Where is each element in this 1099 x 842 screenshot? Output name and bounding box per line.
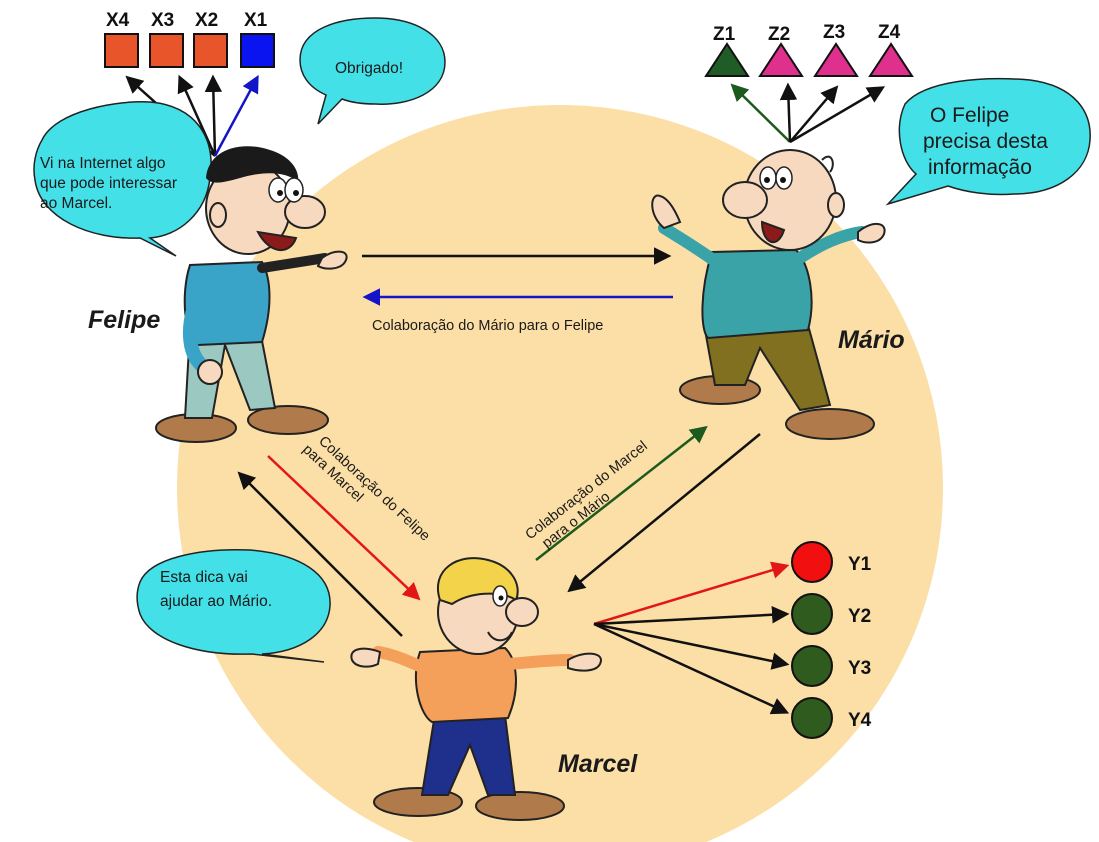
- item-y3-circle: [791, 645, 833, 687]
- item-y2-label: Y2: [848, 606, 871, 627]
- mario-figure: [651, 149, 886, 440]
- item-x1-label: X1: [244, 10, 268, 31]
- item-z3-label: Z3: [823, 22, 845, 43]
- bubble-obrigado: Obrigado!: [299, 17, 446, 125]
- item-z4-triangle: [868, 42, 914, 77]
- arrow-to-z4: [789, 86, 886, 144]
- bubble-felipe-line2: que pode interessar: [40, 175, 177, 192]
- item-x2-label: X2: [195, 10, 218, 31]
- item-x3-label: X3: [151, 10, 174, 31]
- bubble-mario-line3: informação: [928, 156, 1032, 179]
- item-y4-label: Y4: [848, 710, 872, 731]
- collaboration-arrows: [237, 247, 761, 637]
- item-x3-square: [149, 33, 184, 68]
- arrow-mario-to-marcel: [567, 433, 761, 593]
- bubble-marcel: Esta dica vai ajudar ao Mário.: [136, 549, 331, 663]
- bubble-felipe-line1: Vi na Internet algo: [40, 155, 166, 172]
- arrow-to-y3: [593, 622, 790, 670]
- arrow-to-y4: [593, 622, 790, 715]
- bubble-mario-line2: precisa desta: [923, 130, 1048, 153]
- item-z1-triangle: [704, 42, 750, 77]
- arrow-to-z3: [789, 85, 839, 143]
- bubble-marcel-line2: ajudar ao Mário.: [160, 593, 272, 610]
- label-mario-to-felipe: Colaboração do Mário para o Felipe: [372, 318, 603, 334]
- arrow-marcel-to-mario: [535, 425, 708, 561]
- arrow-to-x3: [177, 74, 217, 157]
- item-y4-circle: [791, 697, 833, 739]
- name-felipe: Felipe: [88, 306, 160, 334]
- item-z1-label: Z1: [713, 24, 736, 45]
- arrow-to-x2: [204, 74, 223, 157]
- item-y2-circle: [791, 593, 833, 635]
- mario-items: Z1 Z2 Z3 Z4: [704, 22, 914, 144]
- arrow-to-y1: [593, 561, 790, 626]
- arrow-to-x1: [213, 74, 259, 157]
- bubble-marcel-line1: Esta dica vai: [160, 569, 248, 586]
- item-y1-label: Y1: [848, 554, 872, 575]
- felipe-figure: [155, 146, 348, 443]
- arrow-felipe-to-marcel: [267, 455, 421, 601]
- felipe-items: X4 X3 X2 X1: [104, 10, 275, 157]
- bubble-felipe: Vi na Internet algo que pode interessar …: [33, 101, 212, 257]
- item-x4-label: X4: [106, 10, 130, 31]
- bubble-obrigado-text: Obrigado!: [335, 60, 403, 77]
- arrow-to-z2: [779, 82, 798, 143]
- item-x4-square: [104, 33, 139, 68]
- arrow-to-y2: [593, 605, 790, 626]
- marcel-items: Y1 Y2 Y3 Y4: [593, 541, 872, 739]
- item-z4-label: Z4: [878, 22, 901, 43]
- item-x1-square: [240, 33, 275, 68]
- bubble-felipe-line3: ao Marcel.: [40, 195, 112, 212]
- name-mario: Mário: [838, 326, 905, 354]
- item-x2-square: [193, 33, 228, 68]
- item-z3-triangle: [813, 42, 859, 77]
- item-z2-label: Z2: [768, 24, 790, 45]
- arrow-to-z1: [730, 83, 791, 143]
- bubble-mario: O Felipe precisa desta informação: [885, 77, 1091, 206]
- arrow-marcel-to-felipe: [237, 471, 403, 637]
- item-z2-triangle: [758, 42, 804, 77]
- bubble-mario-line1: O Felipe: [930, 104, 1009, 127]
- item-y3-label: Y3: [848, 658, 871, 679]
- marcel-figure: [350, 557, 602, 821]
- name-marcel: Marcel: [558, 750, 638, 778]
- item-y1-circle: [791, 541, 833, 583]
